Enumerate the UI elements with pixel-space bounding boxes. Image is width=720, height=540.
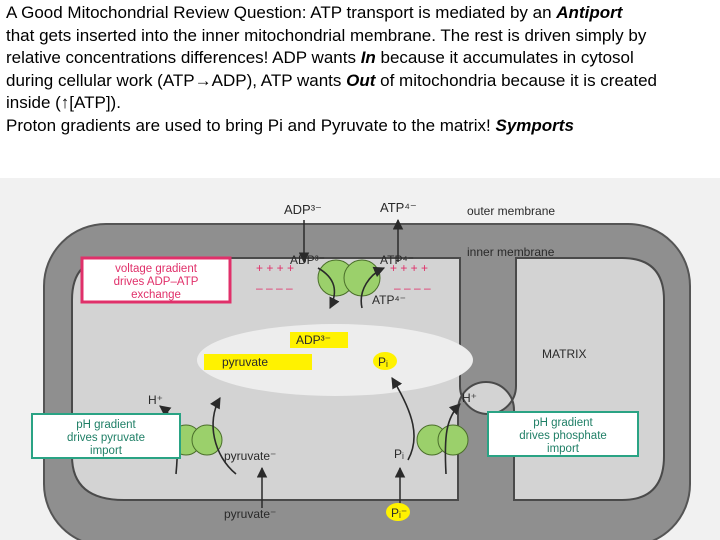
inner-membrane-label: inner membrane <box>467 245 555 259</box>
adp-matrix-label: ADP³⁻ <box>296 333 331 347</box>
review-caption: A Good Mitochondrial Review Question: AT… <box>6 2 718 138</box>
atp-export-arrow <box>360 266 386 309</box>
in-emphasis: In <box>360 48 376 68</box>
caption-line-1: A Good Mitochondrial Review Question: AT… <box>6 2 718 25</box>
outer-membrane-label: outer membrane <box>467 204 555 218</box>
proton-import-arrow-right <box>444 403 461 475</box>
adp-import-arrow <box>317 267 340 310</box>
ph-right-line-3: import <box>547 443 580 455</box>
pi-matrix-label: Pᵢ <box>378 355 388 369</box>
caption-text: Proton gradients are used to bring Pi an… <box>6 115 496 135</box>
pyruvate-symporter-right-half <box>191 424 223 456</box>
voltage-box-line-1: voltage gradient <box>115 263 198 275</box>
positive-charges-left: + + + + <box>256 261 294 275</box>
ph-gradient-phosphate-box: pH gradient drives phosphate import <box>487 411 639 457</box>
caption-text: during cellular work (ATP <box>6 70 195 90</box>
voltage-box-line-2: drives ADP–ATP <box>114 276 199 288</box>
pyruvate-matrix-label: pyruvate <box>222 355 268 369</box>
positive-charges-right: + + + + <box>390 261 428 275</box>
pyruvate-import-arrow <box>210 397 237 475</box>
atp-cytosol-label: ATP⁴⁻ <box>380 200 417 215</box>
symports-emphasis: Symports <box>495 115 574 135</box>
caption-line-2: that gets inserted into the inner mitoch… <box>6 25 718 48</box>
adp-intermembrane-label: ADP³⁻ <box>290 253 325 267</box>
caption-line-4: during cellular work (ATP→ADP), ATP want… <box>6 70 718 93</box>
proton-left-label: H⁺ <box>148 393 163 407</box>
ph-right-line-2: drives phosphate <box>519 430 607 442</box>
atp-intermembrane-label: ATP⁴⁻ <box>380 253 414 267</box>
voltage-box-line-3: exchange <box>131 289 181 301</box>
pi-cytosol-highlight <box>386 503 410 521</box>
atp-matrix-label: ATP⁴⁻ <box>372 293 406 307</box>
pi-intermembrane-label: Pᵢ <box>394 447 404 461</box>
pi-matrix-highlight <box>373 352 397 370</box>
voltage-gradient-box: voltage gradient drives ADP–ATP exchange <box>80 256 232 304</box>
caption-line-6: Proton gradients are used to bring Pi an… <box>6 115 718 138</box>
caption-line-5: inside (↑[ATP]). <box>6 92 718 115</box>
adp-matrix-highlight <box>290 332 348 348</box>
pyruvate-intermembrane-label: pyruvate⁻ <box>224 449 276 463</box>
out-emphasis: Out <box>346 70 376 90</box>
ph-left-line-3: import <box>90 445 123 457</box>
caption-text: A Good Mitochondrial Review Question: AT… <box>6 3 557 22</box>
antiporter-right-half <box>343 259 381 297</box>
ph-left-line-1: pH gradient <box>76 419 136 431</box>
matrix-label: MATRIX <box>542 347 586 361</box>
negative-charges-right: – – – – <box>394 281 431 295</box>
pi-cytosol-label: Pᵢ⁻ <box>391 506 407 520</box>
caption-text: of mitochondria because it is created <box>375 70 658 90</box>
caption-text: ADP), ATP wants <box>211 70 347 90</box>
right-arrow-icon: → <box>194 70 212 90</box>
caption-text: relative concentrations differences! ADP… <box>6 48 361 68</box>
negative-charges-left: – – – – <box>256 281 293 295</box>
caption-line-3: relative concentrations differences! ADP… <box>6 47 718 70</box>
ph-right-line-1: pH gradient <box>533 417 593 429</box>
proton-right-label: H⁺ <box>462 391 477 405</box>
ph-left-line-2: drives pyruvate <box>67 432 145 444</box>
phosphate-import-arrow <box>391 377 415 461</box>
pyruvate-cytosol-label: pyruvate⁻ <box>224 507 276 521</box>
phosphate-symporter-right-half <box>437 424 469 456</box>
caption-text: because it accumulates in cytosol <box>375 48 634 68</box>
antiport-emphasis: Antiport <box>556 3 623 22</box>
mitochondrion-diagram: outer membrane inner membrane MATRIX ADP… <box>0 178 720 540</box>
ph-gradient-pyruvate-box: pH gradient drives pyruvate import <box>31 413 181 459</box>
pyruvate-matrix-highlight <box>204 354 312 370</box>
caption-text: that gets inserted into the inner mitoch… <box>6 25 647 45</box>
matrix-center <box>197 324 473 396</box>
adp-cytosol-label: ADP³⁻ <box>284 202 322 217</box>
caption-text: inside (↑[ATP]). <box>6 93 121 113</box>
